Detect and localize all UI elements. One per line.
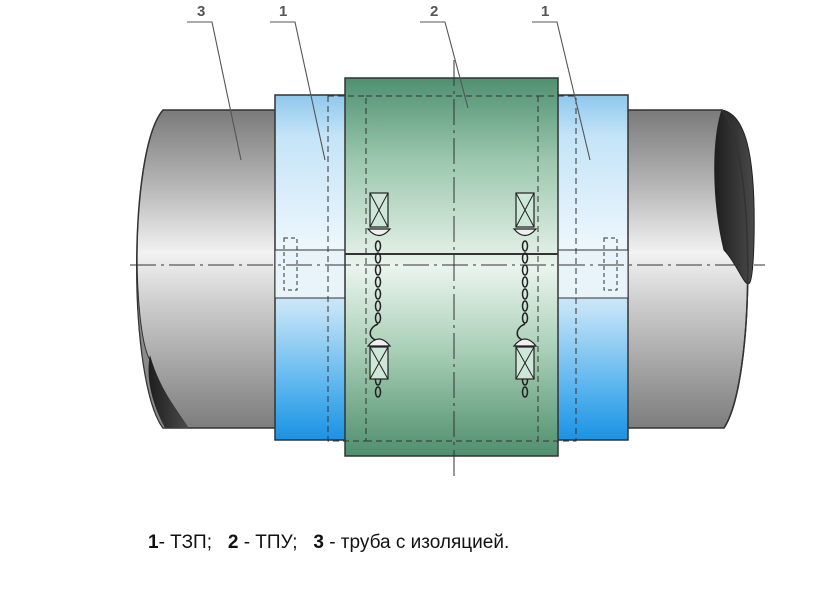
callout-1-left: 1 [279,3,287,20]
legend-text-2: - ТПУ; [238,532,298,553]
legend-number-1: 1 [148,532,159,553]
tpu-coupling [327,77,577,457]
callout-3: 3 [197,3,205,20]
callout-lines [187,21,591,161]
clamp-lock-icon [366,338,392,380]
tzp-sleeve-right [554,94,629,441]
clamp-lock-icon [512,338,538,380]
legend-number-2: 2 [227,532,239,553]
clamp-lock-icon [366,192,392,237]
legend-number-3: 3 [313,532,324,553]
tzp-sleeve-left [274,94,351,441]
clamp-lock-left [366,192,392,398]
clamp-lock-right [512,192,538,398]
legend-text-1: - ТЗП; [158,532,212,553]
legend-text-3: - труба с изоляцией. [323,532,510,553]
callout-1-right: 1 [541,3,549,20]
center-axis-lines [130,60,765,478]
callout-2: 2 [430,3,438,20]
legend-caption: 1- ТЗП; 2 - ТПУ; 3 - труба с изоляцией. [148,532,509,554]
clamp-lock-icon [512,192,538,237]
